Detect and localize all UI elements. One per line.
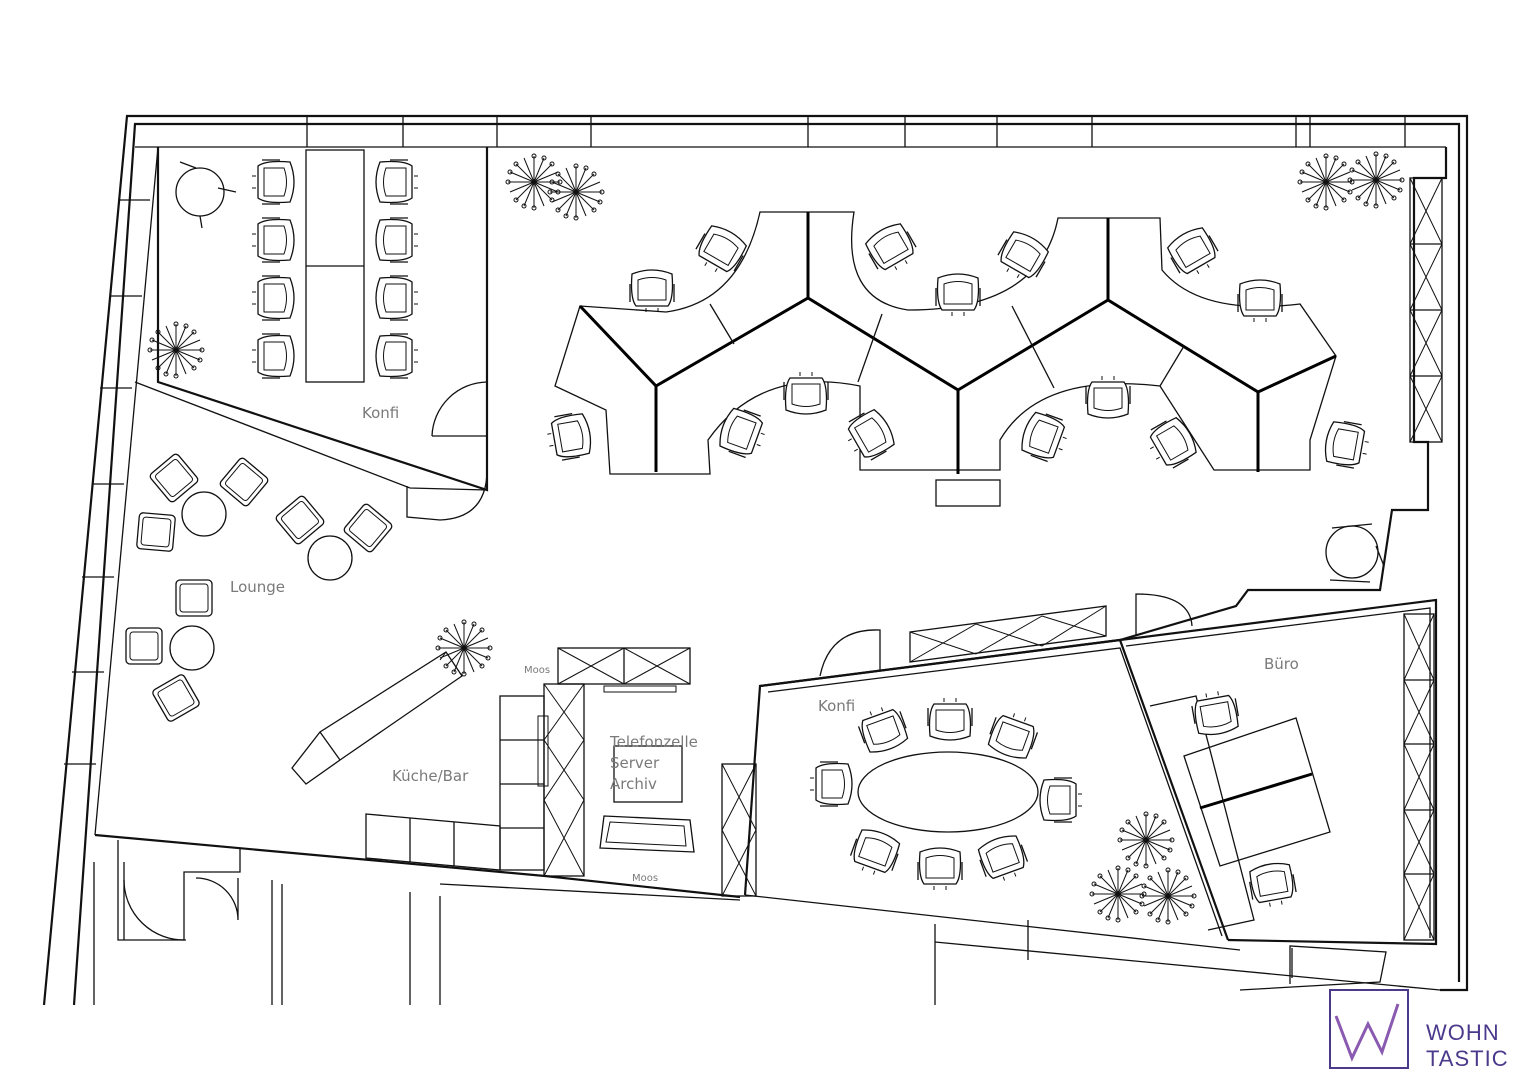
label-konfi-top: Konfi [362,404,399,422]
chair [1321,418,1373,471]
chair [974,830,1032,887]
lounge-chair [175,579,213,617]
chair [251,217,295,263]
plant-icon [547,163,605,221]
konfi-room-top [134,147,489,521]
plant-icon [435,619,493,677]
workstation-cluster [554,211,1337,507]
chair [935,273,981,317]
chair [375,217,419,263]
chair [251,159,295,205]
label-telefonzelle: Telefonzelle [609,733,698,751]
chair [839,405,900,466]
logo-line2: TASTIC [1426,1046,1509,1071]
chair [1237,279,1283,323]
label-lounge: Lounge [230,578,285,596]
outer-walls [42,114,1469,1006]
plant-icon [1297,153,1355,211]
lounge-chair [150,672,202,724]
label-moos-bottom: Moos [632,873,658,884]
wohntastic-logo: WOHN TASTIC [1329,989,1509,1071]
lounge-chair [273,493,327,547]
chair [714,404,771,462]
buero-room [1119,598,1438,991]
lounge-chair [217,455,271,509]
lounge-area [169,491,353,671]
plant-icon [1117,811,1175,869]
chair [1141,413,1202,474]
chair [984,707,1042,764]
telefonzelle-block [543,647,757,897]
lower-walls [93,840,1441,1005]
label-server: Server [610,754,660,772]
chair [690,220,751,281]
chair [783,371,829,415]
chair [1016,408,1073,466]
logo-w-icon [1334,1003,1400,1062]
chair [375,275,419,321]
chair [854,701,912,758]
plant-icon [1089,865,1147,923]
chair [251,275,295,321]
chair [1163,222,1224,283]
chair [917,847,963,891]
chair [861,218,922,279]
chair [251,333,295,379]
chair [1246,859,1299,911]
kitchen-bar [291,651,549,871]
chair [629,269,675,313]
chair [809,761,853,807]
chair [1039,777,1083,823]
plant-icon [1347,151,1405,209]
lounge-chair [125,627,163,665]
chair [375,333,419,379]
chair [1085,375,1131,419]
label-buero: Büro [1264,655,1299,673]
inner-boundary [94,147,1448,951]
label-moos-top: Moos [524,665,550,676]
chair [992,226,1053,287]
label-kueche-bar: Küche/Bar [392,767,469,785]
lounge-chair [341,501,395,555]
plant-icon [1139,867,1197,925]
chair [927,697,973,741]
chair [543,410,595,463]
chair [846,824,904,881]
logo-line1: WOHN [1426,1020,1500,1045]
lounge-chair [135,511,177,553]
chair [1189,687,1242,739]
label-konfi-bottom: Konfi [818,697,855,715]
right-shelving [1325,177,1443,583]
chair [375,159,419,205]
label-archiv: Archiv [610,775,657,793]
plant-icon [147,321,205,379]
